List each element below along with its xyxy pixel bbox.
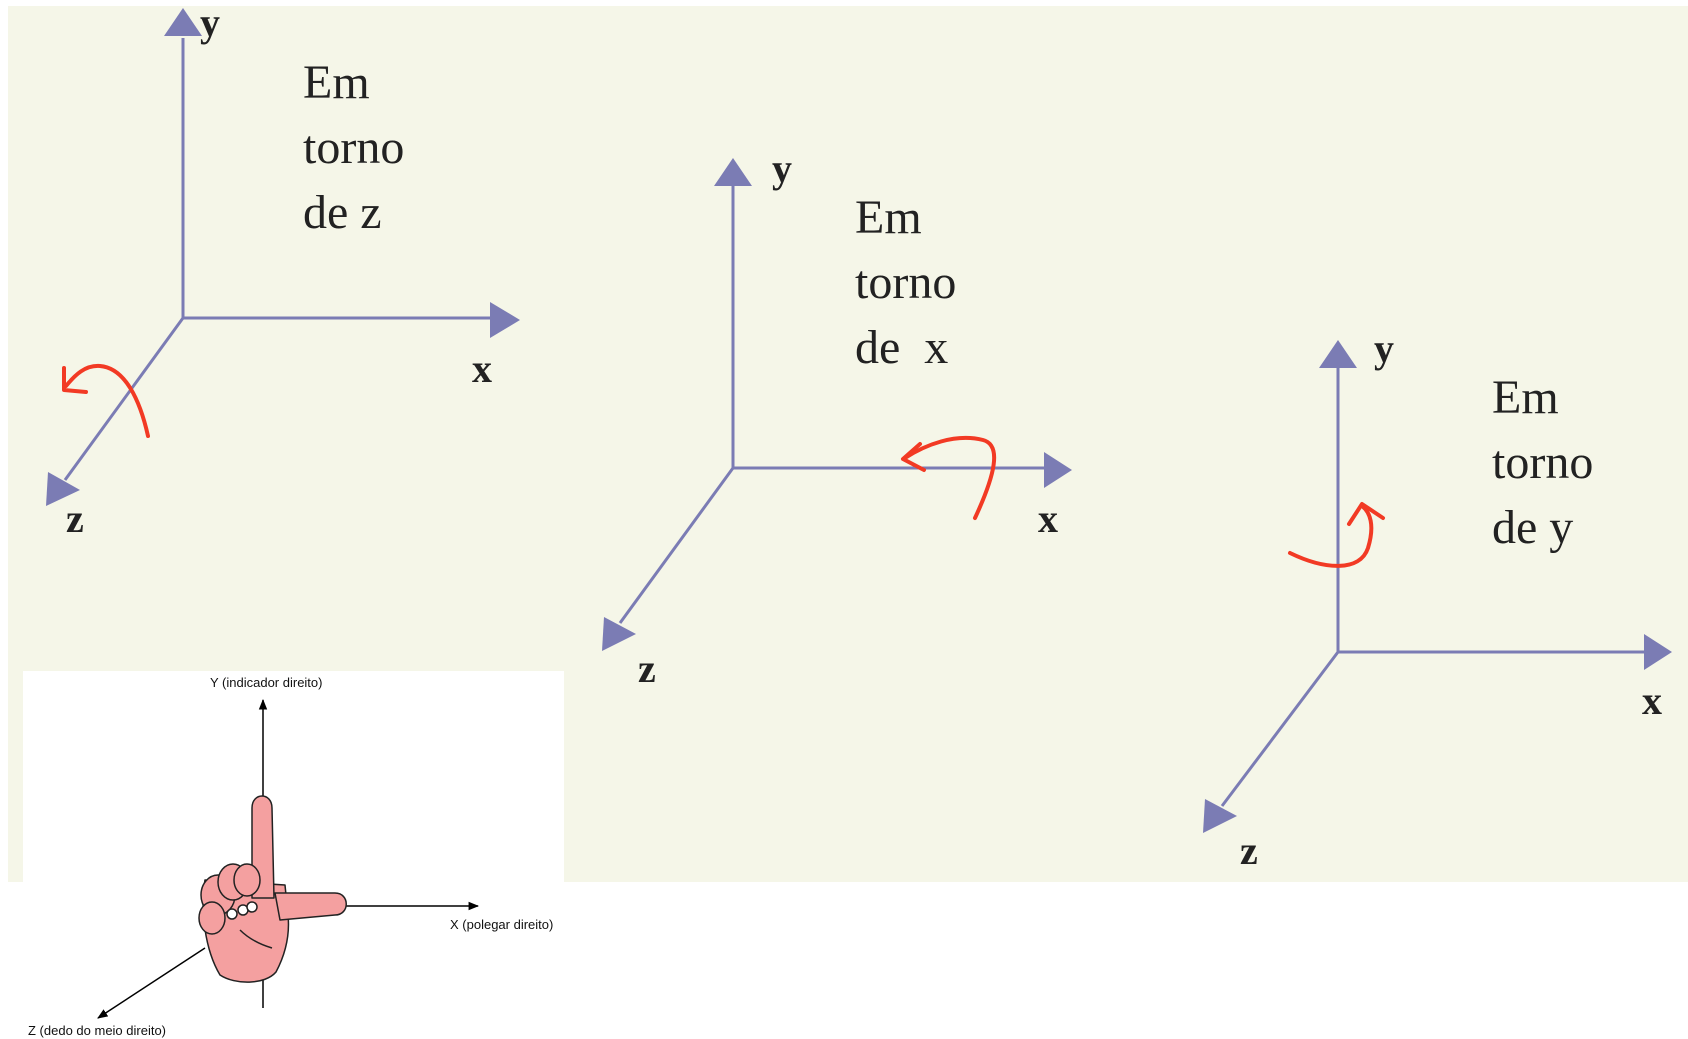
rotation-arrowhead xyxy=(1347,502,1385,526)
rotation-arrow xyxy=(903,435,997,520)
z-axis-arrowhead xyxy=(46,472,80,506)
y-axis-label: y xyxy=(200,0,220,45)
caption-line-2: torno xyxy=(1492,436,1593,489)
hand-y-label: Y (indicador direito) xyxy=(210,675,322,690)
right-hand-icon xyxy=(198,795,347,983)
x-axis-arrowhead xyxy=(490,302,520,338)
rotation-arrow xyxy=(1288,504,1374,568)
frame-y-rotation: y x z Em torno de y xyxy=(1203,326,1672,873)
z-axis xyxy=(1220,651,1340,807)
x-axis-arrowhead xyxy=(1044,452,1072,488)
x-axis-label: x xyxy=(1642,678,1662,723)
caption-line-3: de z xyxy=(303,186,382,239)
caption-line-3: de y xyxy=(1492,501,1573,554)
x-axis-arrowhead xyxy=(1644,634,1672,670)
hand-panel xyxy=(23,671,564,1039)
caption-line-1: Em xyxy=(855,191,922,244)
z-axis-label: z xyxy=(66,496,84,541)
rotation-arrow xyxy=(64,363,150,438)
frame-x-rotation: y x z Em torno de x xyxy=(602,146,1072,691)
x-axis-label: x xyxy=(472,346,492,391)
right-hand-rule-diagram: Y (indicador direito) X (polegar direito… xyxy=(23,671,564,1039)
caption-line-1: Em xyxy=(1492,371,1559,424)
frame-z-rotation: y x z Em torno de z xyxy=(46,0,520,541)
y-axis-arrowhead xyxy=(1319,340,1357,368)
z-axis xyxy=(63,317,185,481)
z-axis xyxy=(618,467,735,624)
caption-line-3: de x xyxy=(855,321,948,374)
z-axis-arrowhead xyxy=(602,617,636,651)
x-axis-label: x xyxy=(1038,496,1058,541)
hand-x-label: X (polegar direito) xyxy=(450,917,553,932)
caption-line-1: Em xyxy=(303,56,370,109)
hand-z-label: Z (dedo do meio direito) xyxy=(28,1023,166,1038)
hand-z-axis xyxy=(97,947,206,1019)
rotation-arrowhead xyxy=(901,442,926,472)
caption-line-2: torno xyxy=(855,256,956,309)
rotation-arrowhead xyxy=(62,366,88,394)
z-axis-label: z xyxy=(638,646,656,691)
y-axis-arrowhead xyxy=(164,8,202,36)
y-axis-label: y xyxy=(1374,326,1394,371)
z-axis-label: z xyxy=(1240,828,1258,873)
y-axis-arrowhead xyxy=(714,158,752,186)
caption-line-2: torno xyxy=(303,121,404,174)
z-axis-arrowhead xyxy=(1203,799,1237,833)
y-axis-label: y xyxy=(772,146,792,191)
